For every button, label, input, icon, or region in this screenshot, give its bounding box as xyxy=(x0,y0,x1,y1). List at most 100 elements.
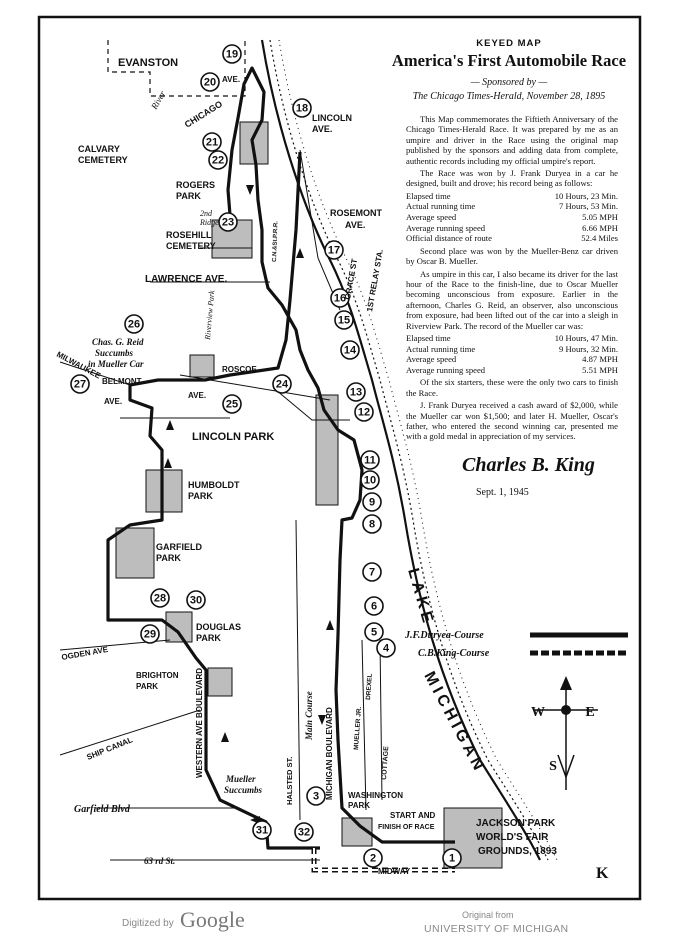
brighton-area xyxy=(207,667,233,697)
label-start-2: FINISH OF RACE xyxy=(378,824,435,831)
paragraph-5: Of the six starters, these were the only… xyxy=(406,377,618,398)
label-evanston: EVANSTON xyxy=(118,57,178,69)
route-marker-circle xyxy=(362,492,382,512)
label-milwaukee-ave: AVE. xyxy=(104,397,122,406)
route-marker-14: 14 xyxy=(340,340,360,360)
route-marker-circle xyxy=(360,470,380,490)
route-marker-number: 31 xyxy=(256,825,268,837)
route-marker-circle xyxy=(272,374,292,394)
label-lincoln-ave: LINCOLN xyxy=(312,113,352,123)
route-marker-number: 17 xyxy=(328,245,340,257)
record-value: 5.05 MPH xyxy=(582,212,618,223)
label-washington: WASHINGTON xyxy=(348,791,403,800)
signature: Charles B. King xyxy=(462,453,595,476)
label-lake: LAKE xyxy=(404,566,437,628)
route-marker-number: 7 xyxy=(369,567,375,579)
route-marker-16: 16 xyxy=(330,288,350,308)
route-marker-8: 8 xyxy=(362,514,382,534)
route-marker-number: 6 xyxy=(371,601,377,613)
paragraph-6: J. Frank Duryea received a cash award of… xyxy=(406,400,618,442)
label-2nd: 2nd xyxy=(200,209,213,218)
route-marker-number: 4 xyxy=(383,643,390,655)
university-name: UNIVERSITY OF MICHIGAN xyxy=(424,923,569,935)
record-label: Official distance of route xyxy=(406,233,492,244)
label-mueller-succ-2: Succumbs xyxy=(224,785,263,795)
label-jackson-3: GROUNDS, 1893 xyxy=(478,846,557,857)
duryea-course xyxy=(226,66,455,844)
route-marker-31: 31 xyxy=(252,820,272,840)
route-marker-circle xyxy=(364,622,384,642)
label-halsted: HALSTED ST. xyxy=(285,757,294,805)
label-calvary-cemetery: CEMETERY xyxy=(78,155,128,165)
route-marker-circle xyxy=(208,150,228,170)
record-row: Actual running time 7 Hours, 53 Min. xyxy=(406,201,618,212)
label-riverview: Riverview Park xyxy=(203,290,216,342)
route-marker-1: 1 xyxy=(442,848,462,868)
route-marker-24: 24 xyxy=(272,374,292,394)
route-marker-circle xyxy=(186,590,206,610)
route-marker-circle xyxy=(362,514,382,534)
label-brighton: BRIGHTON xyxy=(136,671,179,680)
route-markers: 1234567891011121314151617181920212223242… xyxy=(70,44,462,868)
route-marker-number: 32 xyxy=(298,827,310,839)
route-marker-circle xyxy=(362,562,382,582)
route-marker-circle xyxy=(363,848,383,868)
label-garfield-park: PARK xyxy=(156,553,181,563)
route-marker-circle xyxy=(222,394,242,414)
sponsor-paper: The Chicago Times-Herald, November 28, 1… xyxy=(412,91,606,102)
label-western: WESTERN AVE BOULEVARD xyxy=(195,668,204,778)
label-rosemont: ROSEMONT xyxy=(330,208,383,218)
label-jackson-2: WORLD'S FAIR xyxy=(476,832,549,843)
route-marker-circle xyxy=(218,212,238,232)
route-marker-circle xyxy=(330,288,350,308)
lake-shore xyxy=(260,39,558,861)
route-marker-32: 32 xyxy=(294,822,314,842)
route-marker-21: 21 xyxy=(202,132,222,152)
label-mueller-succ-1: Mueller xyxy=(225,774,256,784)
record-value: 6.66 MPH xyxy=(582,222,618,233)
label-brighton-park: PARK xyxy=(136,682,158,691)
route-marker-number: 15 xyxy=(338,315,350,327)
route-marker-25: 25 xyxy=(222,394,242,414)
route-marker-4: 4 xyxy=(376,638,396,658)
route-marker-number: 5 xyxy=(371,627,377,639)
label-rosemont-ave: AVE. xyxy=(345,220,365,230)
route-marker-circle xyxy=(324,240,344,260)
label-lincoln-park: LINCOLN PARK xyxy=(192,431,274,443)
label-start-1: START AND xyxy=(390,811,436,820)
route-marker-5: 5 xyxy=(364,622,384,642)
route-marker-number: 3 xyxy=(313,791,319,803)
paragraph-3: Second place was won by the Mueller-Benz… xyxy=(406,245,618,267)
record-label: Actual running time xyxy=(406,201,476,212)
route-marker-3: 3 xyxy=(306,786,326,806)
route-marker-26: 26 xyxy=(124,314,144,334)
route-marker-circle xyxy=(340,340,360,360)
label-63rd: 63 rd St. xyxy=(144,856,175,866)
label-relay: 1ST RELAY STA. xyxy=(365,249,385,313)
label-jackson-1: JACKSON PARK xyxy=(476,818,556,829)
route-marker-circle xyxy=(252,820,272,840)
garfield-area xyxy=(115,527,155,579)
label-douglas: DOUGLAS xyxy=(196,622,241,632)
compass-w-label: W xyxy=(531,705,545,720)
route-marker-27: 27 xyxy=(70,374,90,394)
route-marker-number: 21 xyxy=(206,137,218,149)
record-value: 7 Hours, 53 Min. xyxy=(559,201,618,212)
label-ave-north: AVE. xyxy=(222,75,240,84)
record-value: 4.87 MPH xyxy=(582,354,618,365)
route-marker-circle xyxy=(70,374,90,394)
label-reid-1: Chas. G. Reid xyxy=(92,337,144,347)
record-label: Elapsed time xyxy=(406,333,451,344)
label-cnwry: C.N.&St.P.R.R. xyxy=(272,221,279,262)
route-marker-number: 9 xyxy=(369,497,375,509)
route-marker-9: 9 xyxy=(362,492,382,512)
route-marker-28: 28 xyxy=(150,588,170,608)
route-marker-number: 2 xyxy=(370,853,376,865)
record-label: Elapsed time xyxy=(406,190,451,201)
